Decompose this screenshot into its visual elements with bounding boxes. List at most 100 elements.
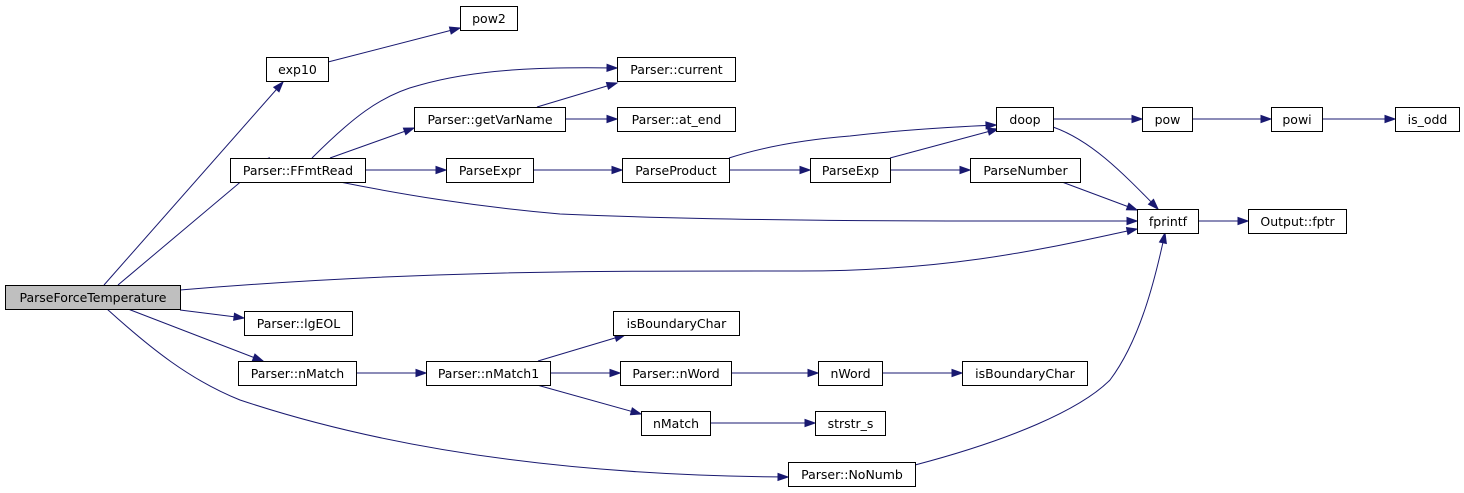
edge-pow-to-powi bbox=[1192, 114, 1273, 124]
edge-pft-to-nmatch bbox=[127, 308, 265, 362]
node-pexpr[interactable]: ParseExpr bbox=[446, 158, 534, 183]
edge-arrowhead bbox=[1237, 216, 1250, 226]
edge-arrowhead bbox=[435, 165, 448, 175]
edge-line bbox=[728, 124, 997, 159]
node-label: Parser::at_end bbox=[632, 112, 722, 127]
node-exp10[interactable]: exp10 bbox=[266, 57, 329, 82]
edge-line bbox=[327, 27, 461, 63]
node-box bbox=[818, 361, 883, 386]
edge-ffmt-to-fprintf bbox=[339, 181, 1139, 226]
edge-nmatch-to-nmatch1 bbox=[356, 368, 428, 378]
edge-arrowhead bbox=[1131, 114, 1144, 124]
edge-nmatch1-to-isb1 bbox=[537, 333, 627, 362]
edge-arrowhead bbox=[606, 114, 619, 124]
node-getvar[interactable]: Parser::getVarName bbox=[414, 107, 566, 132]
edge-arrowhead bbox=[1126, 216, 1139, 226]
node-nword[interactable]: nWord bbox=[818, 361, 883, 386]
edge-arrowhead bbox=[799, 165, 812, 175]
edge-ffmt-to-getvar bbox=[329, 127, 416, 159]
edge-pexpr-to-pprod bbox=[533, 165, 624, 175]
node-box bbox=[1395, 107, 1460, 132]
node-isb1[interactable]: isBoundaryChar bbox=[613, 311, 740, 336]
edge-line bbox=[1052, 126, 1159, 210]
edge-line bbox=[339, 181, 1138, 222]
edge-arrowhead bbox=[986, 127, 1000, 136]
edge-arrowhead bbox=[1260, 114, 1273, 124]
edge-line bbox=[536, 384, 642, 415]
node-ffmt[interactable]: Parser::FFmtRead bbox=[230, 158, 366, 183]
node-powi[interactable]: powi bbox=[1271, 107, 1323, 132]
node-box bbox=[460, 6, 518, 31]
edge-doop-to-fprintf bbox=[1052, 126, 1160, 211]
node-pnword[interactable]: Parser::nWord bbox=[620, 361, 732, 386]
edge-arrowhead bbox=[1147, 198, 1160, 211]
node-label: isBoundaryChar bbox=[975, 366, 1075, 381]
edge-arrowhead bbox=[272, 80, 285, 93]
edge-pprod-to-pexp bbox=[729, 165, 812, 175]
node-fptr[interactable]: Output::fptr bbox=[1248, 209, 1347, 234]
node-box bbox=[5, 285, 181, 310]
node-nmatch[interactable]: Parser::nMatch bbox=[238, 361, 357, 386]
edge-line bbox=[103, 81, 284, 286]
edge-getvar-to-current bbox=[536, 81, 619, 108]
edge-pnum-to-fprintf bbox=[1061, 181, 1139, 211]
node-box bbox=[1248, 209, 1347, 234]
node-label: Parser::getVarName bbox=[427, 112, 552, 127]
node-pow2[interactable]: pow2 bbox=[460, 6, 518, 31]
node-label: powi bbox=[1282, 112, 1311, 127]
node-strstr[interactable]: strstr_s bbox=[815, 411, 886, 436]
node-pprod[interactable]: ParseProduct bbox=[622, 158, 730, 183]
node-box bbox=[788, 462, 916, 487]
node-isb2[interactable]: isBoundaryChar bbox=[962, 361, 1088, 386]
edge-pft-to-lgeol bbox=[179, 309, 246, 321]
node-lgeol[interactable]: Parser::lgEOL bbox=[244, 311, 353, 336]
node-doop[interactable]: doop bbox=[996, 107, 1054, 132]
node-isodd[interactable]: is_odd bbox=[1395, 107, 1460, 132]
node-nmatchf[interactable]: nMatch bbox=[641, 411, 711, 436]
edge-arrowhead bbox=[629, 407, 643, 416]
node-nmatch1[interactable]: Parser::nMatch1 bbox=[426, 361, 551, 386]
node-pnum[interactable]: ParseNumber bbox=[970, 158, 1081, 183]
edge-nmatch1-to-nmatchf bbox=[536, 384, 643, 416]
edge-arrowhead bbox=[448, 26, 462, 35]
edge-arrowhead bbox=[804, 418, 817, 428]
edge-arrowhead bbox=[609, 368, 622, 378]
node-box bbox=[620, 361, 732, 386]
node-pexp[interactable]: ParseExp bbox=[810, 158, 891, 183]
edge-nword-to-isb2 bbox=[882, 368, 964, 378]
edge-line bbox=[889, 128, 999, 159]
edge-ffmt-to-pexpr bbox=[365, 165, 448, 175]
node-label: Parser::FFmtRead bbox=[243, 163, 353, 178]
edge-nonumb-to-fprintf bbox=[914, 231, 1167, 466]
node-box bbox=[617, 107, 736, 132]
edge-pft-to-nonumb bbox=[106, 308, 790, 482]
node-label: exp10 bbox=[278, 62, 317, 77]
edge-line bbox=[106, 308, 789, 478]
node-box bbox=[1137, 209, 1199, 234]
edge-line bbox=[311, 67, 618, 159]
node-label: pow2 bbox=[472, 11, 506, 26]
node-label: doop bbox=[1009, 112, 1040, 127]
edge-pprod-to-doop bbox=[728, 121, 998, 159]
node-fprintf[interactable]: fprintf bbox=[1137, 209, 1199, 234]
edge-arrowhead bbox=[777, 472, 790, 482]
node-box bbox=[617, 57, 736, 82]
node-label: ParseExpr bbox=[459, 163, 522, 178]
node-box bbox=[970, 158, 1081, 183]
node-box bbox=[622, 158, 730, 183]
node-pft: ParseForceTemperature bbox=[5, 285, 181, 310]
edge-line bbox=[914, 232, 1166, 466]
node-current[interactable]: Parser::current bbox=[617, 57, 736, 82]
node-label: strstr_s bbox=[828, 416, 874, 431]
node-box bbox=[446, 158, 534, 183]
node-label: ParseForceTemperature bbox=[20, 290, 167, 305]
node-atend[interactable]: Parser::at_end bbox=[617, 107, 736, 132]
edge-line bbox=[1061, 181, 1138, 211]
edge-pft-to-fprintf bbox=[179, 227, 1139, 291]
edge-pft-to-exp10 bbox=[103, 80, 285, 286]
node-nonumb[interactable]: Parser::NoNumb bbox=[788, 462, 916, 487]
edge-arrowhead bbox=[1384, 114, 1397, 124]
edge-ffmt-to-current bbox=[311, 63, 619, 159]
node-pow[interactable]: pow bbox=[1142, 107, 1193, 132]
edge-line bbox=[179, 228, 1138, 291]
